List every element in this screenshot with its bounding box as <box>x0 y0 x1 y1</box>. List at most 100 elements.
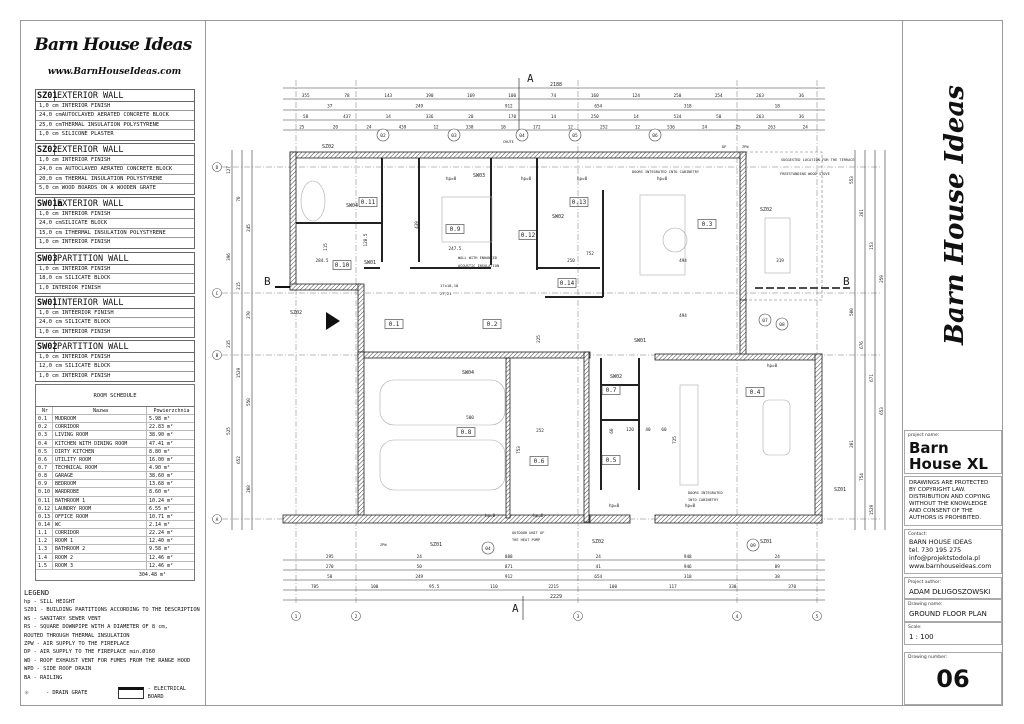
window-tag: 06 <box>652 133 658 139</box>
sill-height-label: hp=0 <box>485 513 496 518</box>
plan-annotation: OUTDOOR UNIT OF <box>512 531 544 535</box>
dimension-value: 888 <box>505 554 513 560</box>
dimension-value: 652 <box>236 456 242 464</box>
room-tag-frame <box>332 260 352 270</box>
room-area: 16.00 m² <box>149 456 174 463</box>
dimension-value: 12 <box>635 125 641 131</box>
room-tag: 0.12 <box>521 232 536 239</box>
scale-label: Scale: <box>908 625 922 630</box>
dimension-value: 261 <box>859 209 865 217</box>
wall-layer: 18,0 cm SILICATE BLOCK <box>36 274 194 284</box>
dimension-value: 50 <box>417 564 423 570</box>
overall-dimension: 2188 <box>550 82 562 88</box>
window-tag-bubble <box>481 541 495 555</box>
room-nr: 0.7 <box>36 463 53 472</box>
room-area: 22.83 m² <box>149 424 174 431</box>
dimension-value: 912 <box>505 104 513 110</box>
dimension-value: 1529 <box>236 367 242 378</box>
room-nr: 0.10 <box>36 488 53 496</box>
window-tag: 04 <box>519 133 525 139</box>
room-name: BEDROOM <box>53 480 147 488</box>
project-name-label: project name: <box>908 433 940 438</box>
dimension-value: 653 <box>879 407 885 415</box>
wall-layer: 1,0 cm INTERIOR FINISH <box>36 210 194 220</box>
drawing-name-label: Drawing name: <box>908 602 943 607</box>
plan-annotation: DP <box>722 145 726 149</box>
wall-code: SW01 <box>37 297 58 308</box>
dimension-value: 100 <box>609 584 617 590</box>
grid-bubble <box>812 611 822 621</box>
room-nr: 1.1 <box>36 529 53 537</box>
dimension-value: 370 <box>788 584 796 590</box>
dimension-value: 24 <box>417 554 423 560</box>
dimension-value: 250 <box>674 93 682 99</box>
dimension-value: 654 <box>594 104 602 110</box>
room-schedule-header: Nr Nazwa Powierzchnia <box>36 407 194 416</box>
section-mark-b-right: B <box>843 275 850 288</box>
wall-tag: SZ02 <box>592 539 604 545</box>
room-area: 6.55 m² <box>149 505 171 512</box>
dimension-value: 208 <box>246 485 252 493</box>
dimension-lines <box>231 87 886 601</box>
wall-layer: 1,0 cm INTERIOR FINISH <box>39 372 111 379</box>
wall-tag: SW02 <box>552 214 564 220</box>
room-name: BATHROOM 1 <box>53 496 147 504</box>
wall-tag: SZ02 <box>760 207 772 213</box>
wall-code: SZ01 <box>37 90 58 101</box>
sill-height-label: hp=0 <box>657 176 668 181</box>
sill-height-label: hp=0 <box>767 363 778 368</box>
room-nr: 0.13 <box>36 512 53 520</box>
legend-item: WPD - SIDE ROOF DRAIN <box>24 666 92 673</box>
wall-tag: SZ01 <box>834 487 846 493</box>
dimension-value: 24 <box>702 125 708 131</box>
legend-item: SZ01 - BUILDING PARTITIONS ACCORDING TO … <box>24 607 200 614</box>
plan-annotation: DOORS INTEGRATED INTO CABINETRY <box>632 170 700 174</box>
room-tag-frame <box>358 197 378 207</box>
room-name: ROOM 1 <box>53 537 147 545</box>
grid-bubble <box>351 611 361 621</box>
window-tag: 08 <box>779 322 785 328</box>
dimension-value: 58 <box>327 574 333 580</box>
dimension-value: 534 <box>674 114 682 120</box>
room-area: 10.24 m² <box>149 497 174 504</box>
dimension-value: 24 <box>596 554 602 560</box>
brand-logo: Barn House Ideas <box>34 35 192 55</box>
copyright-box: DRAWINGS ARE PROTECTED BY COPYRIGHT LAW.… <box>904 476 1002 526</box>
dimension-value: 336 <box>426 114 434 120</box>
wall-code: SW03 <box>37 253 58 264</box>
room-tag: 0.8 <box>461 429 472 436</box>
dimension-value: 437 <box>343 114 351 120</box>
dimension-value: 24 <box>366 125 372 131</box>
room-name: KITCHEN WITH DINING ROOM <box>53 439 147 447</box>
legend-item: ZPW - AIR SUPPLY TO THE FIREPLACE <box>24 641 130 648</box>
grid-bubble <box>212 162 222 172</box>
dimension-value: 270 <box>246 311 252 319</box>
wall-layer: 1,0 cm SILICONE PLASTER <box>39 131 114 138</box>
dimension-value: 250 <box>567 258 575 264</box>
dimension-value: 143 <box>384 93 392 99</box>
dimension-value: 500 <box>849 308 855 316</box>
vertical-brand-logo: Barn House Ideas <box>940 85 970 345</box>
electrical-board-label: - ELECTRICAL BOARD <box>147 686 186 701</box>
dimension-value: 225 <box>536 335 542 343</box>
plan-annotation: FREESTANDING WOOD STOVE <box>780 172 830 176</box>
room-nr: 0.4 <box>36 439 53 447</box>
dimension-value: 318 <box>684 104 692 110</box>
legend-title: LEGEND <box>24 589 49 597</box>
room-area: 22.24 m² <box>149 530 174 537</box>
sill-height-label: hp=0 <box>533 513 544 518</box>
col-header-area: Powierzchnia <box>153 408 190 414</box>
legend-item: ROUTED THROUGH THERMAL INSULATION <box>24 632 130 639</box>
dimension-value: 58 <box>303 114 309 120</box>
wall-code: SW01a <box>37 198 63 209</box>
